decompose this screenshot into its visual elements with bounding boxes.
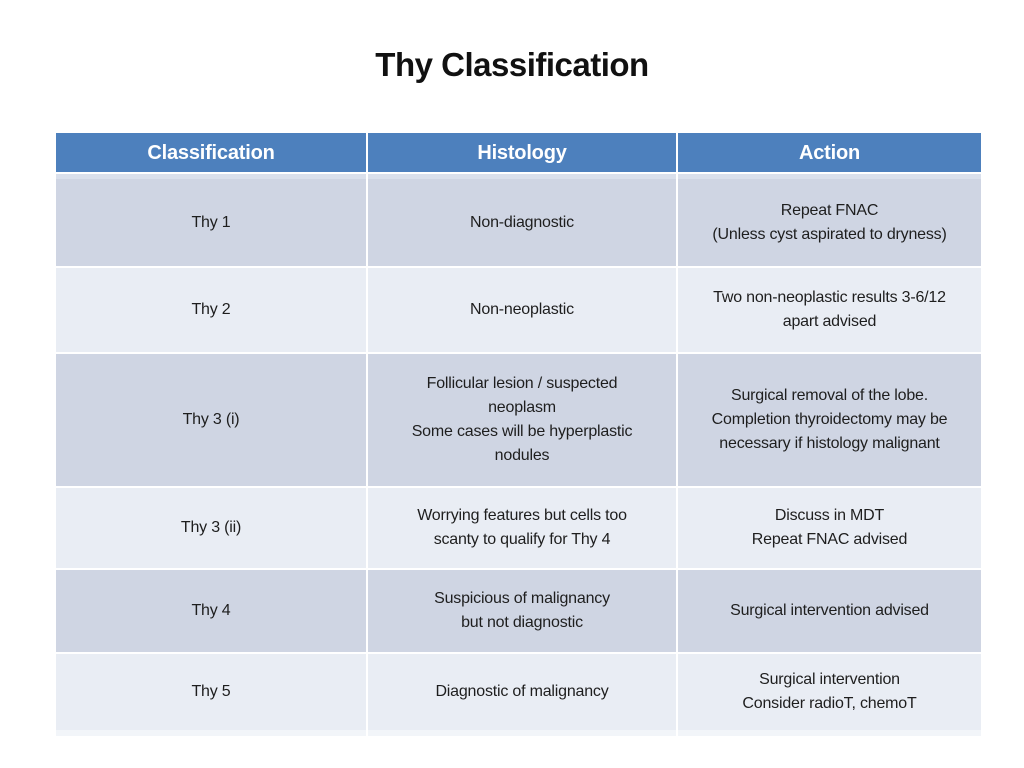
classification-cell: Thy 3 (ii) — [56, 488, 366, 568]
classification-cell: Thy 2 — [56, 268, 366, 352]
cell-text: Thy 4 — [191, 602, 231, 619]
cell-text: Surgical intervention — [759, 671, 900, 688]
cell-text: Repeat FNAC advised — [751, 531, 908, 548]
cell-text: neoplasm — [488, 399, 556, 416]
cell-text: Non-diagnostic — [470, 213, 574, 231]
cell-text: apart advised — [782, 313, 877, 330]
cell-text: Some cases will be hyperplastic — [411, 423, 633, 440]
cell-text: Repeat FNAC — [780, 201, 879, 219]
thy-classification-table: Classification Histology Action Thy 1 No… — [56, 133, 981, 736]
cell-text: Worrying features but cells too — [417, 507, 627, 524]
action-cell: Discuss in MDT Repeat FNAC advised — [678, 488, 981, 568]
cell-text: Diagnostic of malignancy — [435, 683, 609, 700]
cell-text: Thy 3 (i) — [182, 411, 240, 428]
table-row: Thy 3 (i) Follicular lesion / suspected … — [56, 354, 981, 486]
classification-cell: Thy 1 — [56, 174, 366, 266]
table-row: Thy 3 (ii) Worrying features but cells t… — [56, 488, 981, 568]
cell-text: nodules — [494, 447, 550, 464]
histology-cell: Follicular lesion / suspected neoplasm S… — [368, 354, 676, 486]
cell-text: Thy 3 (ii) — [180, 519, 242, 536]
histology-cell: Non-neoplastic — [368, 268, 676, 352]
action-cell: Surgical removal of the lobe. Completion… — [678, 354, 981, 486]
classification-cell: Thy 5 — [56, 654, 366, 736]
cell-text: Discuss in MDT — [774, 507, 885, 524]
cell-text: but not diagnostic — [461, 614, 583, 631]
action-cell: Surgical intervention Consider radioT, c… — [678, 654, 981, 736]
histology-cell: Worrying features but cells too scanty t… — [368, 488, 676, 568]
cell-text: Non-neoplastic — [470, 301, 574, 318]
cell-text: Consider radioT, chemoT — [742, 695, 917, 712]
column-header-histology: Histology — [368, 133, 676, 172]
cell-text: Follicular lesion / suspected — [426, 375, 618, 392]
action-cell: Repeat FNAC (Unless cyst aspirated to dr… — [678, 174, 981, 266]
cell-text: Completion thyroidectomy may be — [711, 411, 948, 428]
classification-cell: Thy 4 — [56, 570, 366, 652]
histology-cell: Diagnostic of malignancy — [368, 654, 676, 736]
cell-text: necessary if histology malignant — [719, 435, 940, 452]
cell-text: Thy 2 — [191, 301, 231, 318]
cell-text: Two non-neoplastic results 3-6/12 — [713, 289, 946, 306]
action-cell: Two non-neoplastic results 3-6/12 apart … — [678, 268, 981, 352]
column-header-action: Action — [678, 133, 981, 172]
table-row: Thy 1 Non-diagnostic Repeat FNAC (Unless… — [56, 174, 981, 266]
table-header-row: Classification Histology Action — [56, 133, 981, 172]
classification-cell: Thy 3 (i) — [56, 354, 366, 486]
cell-text: Surgical intervention advised — [730, 602, 929, 619]
cell-text: scanty to qualify for Thy 4 — [433, 531, 611, 548]
cell-text: (Unless cyst aspirated to dryness) — [712, 225, 947, 243]
action-cell: Surgical intervention advised — [678, 570, 981, 652]
cell-text: Suspicious of malignancy — [434, 590, 610, 607]
column-header-classification: Classification — [56, 133, 366, 172]
table-row: Thy 5 Diagnostic of malignancy Surgical … — [56, 654, 981, 736]
cell-text: Thy 5 — [191, 683, 231, 700]
table-row: Thy 2 Non-neoplastic Two non-neoplastic … — [56, 268, 981, 352]
table-row: Thy 4 Suspicious of malignancy but not d… — [56, 570, 981, 652]
cell-text: Surgical removal of the lobe. — [731, 387, 928, 404]
histology-cell: Non-diagnostic — [368, 174, 676, 266]
page-title: Thy Classification — [375, 46, 649, 83]
cell-text: Thy 1 — [191, 213, 231, 231]
histology-cell: Suspicious of malignancy but not diagnos… — [368, 570, 676, 652]
